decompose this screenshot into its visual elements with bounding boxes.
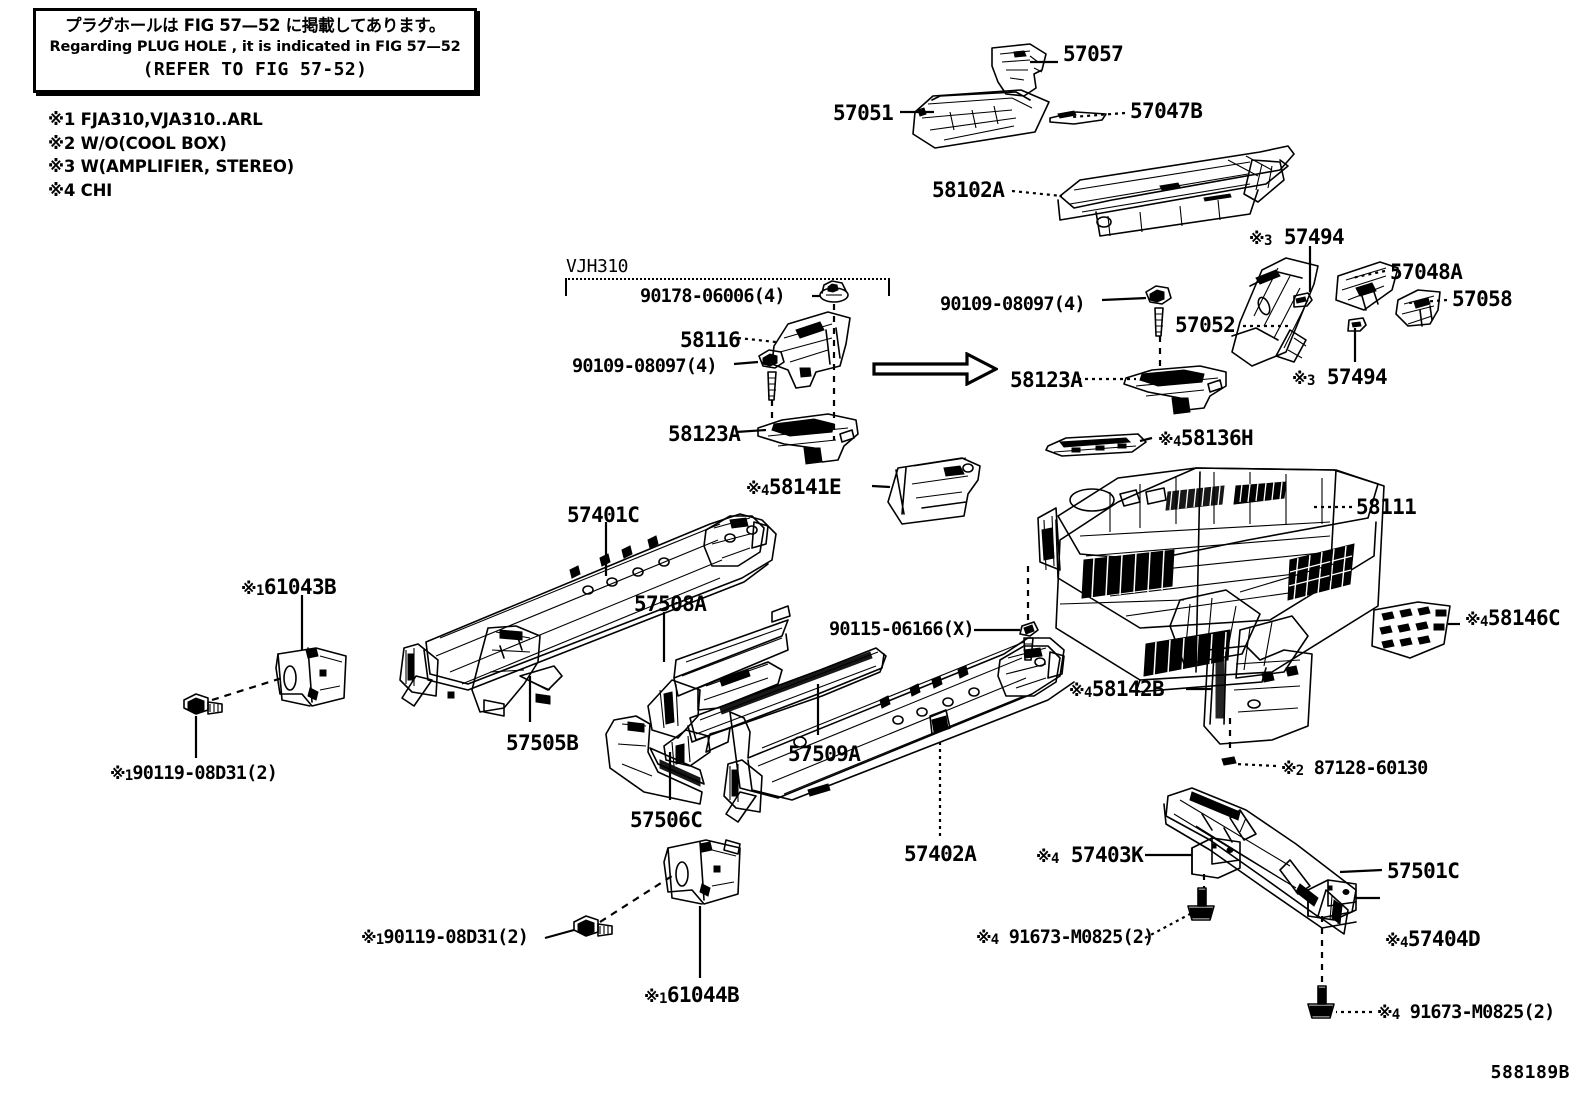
- part-58146C-shape: [1371, 601, 1451, 659]
- group-bracket-vjh310: [565, 278, 890, 296]
- callout-57509A: 57509A: [788, 742, 861, 766]
- part-91673-M0825-left-bolt-shape: [1187, 887, 1215, 921]
- part-90109-08097-right-bolt-shape: [1145, 285, 1172, 337]
- part-58136H-shape: [1045, 433, 1147, 457]
- callout-57494-bottom: ※3 57494: [1292, 365, 1388, 389]
- part-87128-60130-shape: [1221, 756, 1237, 766]
- callout-90115-06166: 90115-06166(X): [829, 619, 975, 640]
- part-90109-08097-left-bolt-shape: [758, 349, 785, 401]
- legend-list: ※1 FJA310,VJA310..ARL ※2 W/O(COOL BOX) ※…: [48, 108, 294, 202]
- legend-item-3: ※3 W(AMPLIFIER, STEREO): [48, 157, 295, 176]
- callout-61043B: ※161043B: [241, 575, 337, 599]
- part-58116-shape: [771, 311, 851, 389]
- callout-58123A-right: 58123A: [1010, 368, 1083, 392]
- callout-58146C: ※458146C: [1465, 606, 1561, 630]
- part-57047B-shape: [1049, 110, 1107, 125]
- part-57403K-shape: [1191, 837, 1241, 879]
- part-91673-M0825-right-bolt-shape: [1307, 985, 1335, 1019]
- part-57058-shape: [1395, 289, 1441, 327]
- part-57048A-shape: [1335, 261, 1399, 311]
- callout-58102A: 58102A: [932, 178, 1005, 202]
- figure-code: 588189B: [1490, 1062, 1570, 1083]
- callout-57505B: 57505B: [506, 731, 579, 755]
- part-61044B-shape: [663, 839, 741, 905]
- callout-90119-08D31-upper: ※190119-08D31(2): [110, 763, 278, 784]
- callout-58123A-left: 58123A: [668, 422, 741, 446]
- callout-57404D: ※457404D: [1385, 927, 1481, 951]
- callout-58142B: ※458142B: [1069, 677, 1165, 701]
- part-58123A-right-shape: [1123, 365, 1227, 415]
- callout-90178-06006: 90178-06006(4): [640, 286, 786, 307]
- callout-91673-M0825-left: ※4 91673-M0825(2): [976, 927, 1154, 948]
- part-57052-shape: [1231, 257, 1319, 367]
- legend-item-2: ※2 W/O(COOL BOX): [48, 133, 227, 153]
- callout-61044B: ※161044B: [644, 983, 740, 1007]
- part-58102A-shape: [1057, 145, 1295, 237]
- part-57051-shape: [912, 89, 1050, 149]
- note-line-english: Regarding PLUG HOLE , it is indicated in…: [49, 39, 461, 55]
- flow-arrow-icon: [872, 352, 998, 386]
- part-57404D-shape: [1307, 879, 1357, 921]
- note-line-japanese: プラグホールは FIG 57—52 に掲載してあります。: [64, 16, 446, 35]
- callout-57494-top: ※※33 57494: [1249, 225, 1345, 249]
- callout-87128-60130: ※2 87128-60130: [1281, 758, 1428, 779]
- callout-90109-08097-left: 90109-08097(4): [572, 356, 718, 377]
- plug-hole-note-box: プラグホールは FIG 57—52 に掲載してあります。 Regarding P…: [33, 8, 477, 93]
- callout-57058: 57058: [1452, 287, 1513, 311]
- callout-57047B: 57047B: [1130, 99, 1203, 123]
- part-57501C-shape: [1163, 787, 1357, 935]
- legend-item-1: ※1 FJA310,VJA310..ARL: [48, 110, 263, 129]
- callout-58136H: ※458136H: [1158, 426, 1254, 450]
- part-57505B-shape: [471, 625, 563, 717]
- callout-58141E: ※458141E: [746, 475, 842, 499]
- part-58141E-shape: [887, 457, 981, 525]
- callout-58111: 58111: [1356, 495, 1417, 519]
- group-label-vjh310: VJH310: [566, 256, 629, 277]
- callout-57501C: 57501C: [1387, 859, 1460, 883]
- callout-57051: 57051: [833, 101, 894, 125]
- callout-57506C: 57506C: [630, 808, 703, 832]
- part-57494-top-shape: [1293, 292, 1313, 308]
- part-57494-bottom-shape: [1347, 317, 1367, 332]
- legend-item-4: ※4 CHI: [48, 180, 113, 200]
- part-90119-08D31-upper-bolt-shape: [183, 693, 223, 715]
- note-line-reference: (REFER TO FIG 57-52): [142, 59, 368, 80]
- callout-57401C: 57401C: [567, 503, 640, 527]
- part-57057-shape: [991, 43, 1047, 97]
- part-58142B-shape: [1203, 645, 1313, 745]
- callout-57057: 57057: [1063, 42, 1124, 66]
- callout-58116: 58116: [680, 328, 741, 352]
- callout-57052: 57052: [1175, 313, 1236, 337]
- part-57508A-shape: [647, 605, 791, 739]
- callout-91673-M0825-right: ※4 91673-M0825(2): [1377, 1002, 1555, 1023]
- part-90119-08D31-lower-bolt-shape: [573, 915, 613, 937]
- callout-57508A: 57508A: [634, 592, 707, 616]
- part-57401C-shape: [399, 513, 777, 707]
- callout-57403K: ※4 57403K: [1036, 843, 1144, 867]
- callout-90109-08097-right: 90109-08097(4): [940, 294, 1086, 315]
- part-57506C-shape: [605, 715, 705, 805]
- part-58123A-left-shape: [757, 413, 859, 465]
- callout-57402A: 57402A: [904, 842, 977, 866]
- part-61043B-shape: [275, 647, 347, 707]
- part-58111-floor-pan-shape: [1037, 467, 1385, 693]
- part-90115-06166-bolt-shape: [1019, 621, 1039, 661]
- part-57402A-shape: [723, 637, 1075, 823]
- callout-90119-08D31-lower: ※190119-08D31(2): [361, 927, 529, 948]
- callout-57048A: 57048A: [1390, 260, 1463, 284]
